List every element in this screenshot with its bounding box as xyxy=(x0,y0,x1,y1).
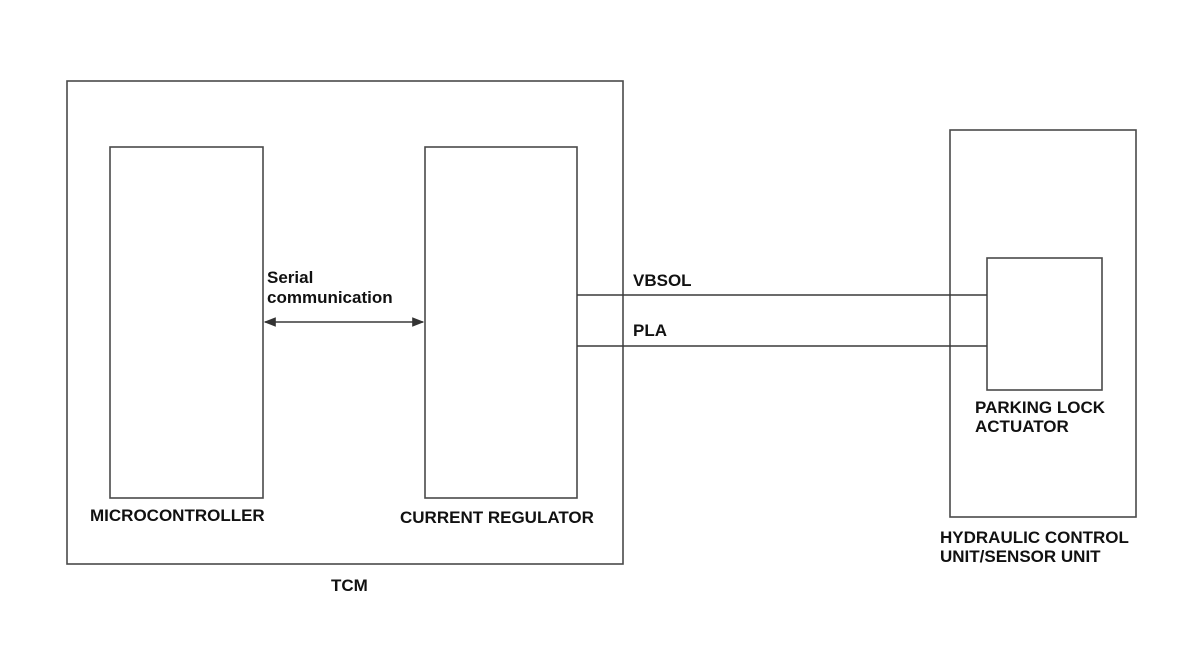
parking-lock-actuator-box xyxy=(986,257,1103,391)
tcm-box xyxy=(66,80,624,565)
current-regulator-label: CURRENT REGULATOR xyxy=(400,508,594,527)
tcm-label: TCM xyxy=(331,576,368,595)
vbsol-label: VBSOL xyxy=(633,271,692,290)
current-regulator-box xyxy=(424,146,578,499)
serial-label-line2: communication xyxy=(267,288,393,307)
hydraulic-unit-box xyxy=(949,129,1137,518)
hydraulic-unit-label-line1: HYDRAULIC CONTROL xyxy=(940,528,1129,547)
microcontroller-label: MICROCONTROLLER xyxy=(90,506,265,525)
parking-lock-label-line2: ACTUATOR xyxy=(975,417,1069,436)
microcontroller-box xyxy=(109,146,264,499)
pla-label: PLA xyxy=(633,321,667,340)
parking-lock-label-line1: PARKING LOCK xyxy=(975,398,1106,417)
serial-label-line1: Serial xyxy=(267,268,314,287)
hydraulic-unit-label-line2: UNIT/SENSOR UNIT xyxy=(940,547,1101,566)
